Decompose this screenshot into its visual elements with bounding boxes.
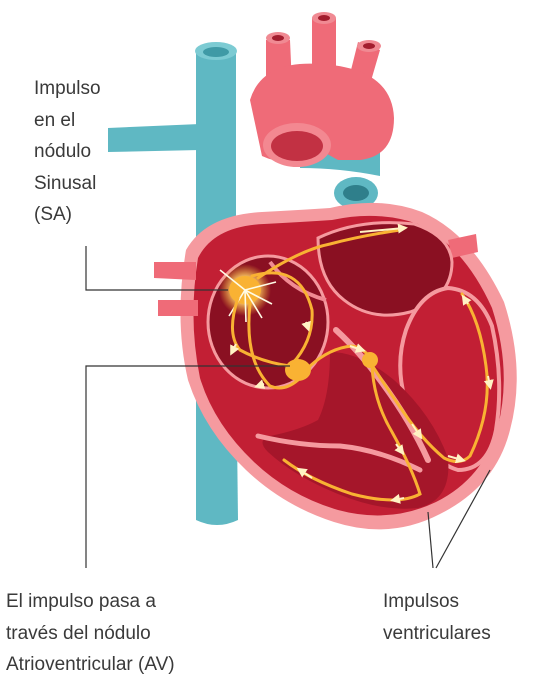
av-node-label-line-1: El impulso pasa a [6, 586, 175, 618]
sa-node-label-line-5: (SA) [34, 199, 101, 231]
ventricular-label-line-2: ventriculares [383, 618, 491, 650]
ventricular-label-line-1: Impulsos [383, 586, 491, 618]
sa-node-label-line-4: Sinusal [34, 168, 101, 200]
av-node-label-line-2: través del nódulo [6, 618, 175, 650]
sa-node-label-line-3: nódulo [34, 136, 101, 168]
sa-node-label-line-2: en el [34, 105, 101, 137]
sa-node-label: Impulso en el nódulo Sinusal (SA) [34, 73, 101, 231]
aorta [250, 12, 394, 167]
sa-node-label-line-1: Impulso [34, 73, 101, 105]
ventricular-impulses-label: Impulsos ventriculares [383, 586, 491, 649]
av-node-label: El impulso pasa a través del nódulo Atri… [6, 586, 175, 681]
av-node-label-line-3: Atrioventricular (AV) [6, 649, 175, 681]
